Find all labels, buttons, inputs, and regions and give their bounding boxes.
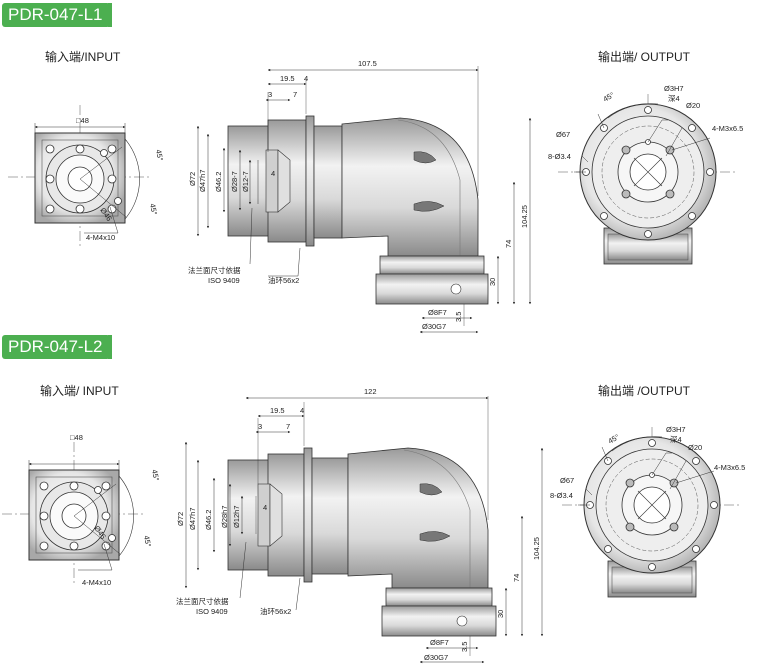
input-caption: 输入端/INPUT xyxy=(45,49,121,64)
output-end-view xyxy=(561,426,743,598)
dim-out-d20: Ø20 xyxy=(688,443,702,452)
dim-square: □48 xyxy=(76,116,89,125)
dim-out-d20: Ø20 xyxy=(686,101,700,110)
dim-3: 3 xyxy=(268,90,272,99)
dim-dia30: Ø30G7 xyxy=(424,653,448,662)
dim-out-d67: Ø67 xyxy=(556,130,570,139)
dim-dia72: Ø72 xyxy=(176,512,185,526)
model-tag-l1: PDR-047-L1 xyxy=(2,3,112,27)
output-end-view xyxy=(557,93,739,265)
dim-dia47: Ø47h7 xyxy=(188,507,197,530)
dim-dia46-2: Ø46.2 xyxy=(204,510,213,530)
dim-input-holes: 4-M4x10 xyxy=(86,233,115,242)
dim-out-threads: 4-M3x6.5 xyxy=(714,463,745,472)
dim-dia8: Ø8F7 xyxy=(430,638,449,647)
dim-out-pin: Ø3H7 xyxy=(664,84,684,93)
output-caption: 输出端 /OUTPUT xyxy=(598,383,691,398)
flange-note-1: 法兰面尺寸依据 xyxy=(176,596,229,606)
input-caption: 输入端/ INPUT xyxy=(40,383,119,398)
dim-angle-a: 45° xyxy=(150,469,161,482)
dim-dia12: Ø12h7 xyxy=(232,505,241,528)
dim-out-threads: 4-M3x6.5 xyxy=(712,124,743,133)
flange-note-2: ISO 9409 xyxy=(196,607,228,616)
dim-out-pin-depth: 深4 xyxy=(670,435,682,444)
dim-out-holes: 8-Ø3.4 xyxy=(548,152,571,161)
dim-3-5: 3.5 xyxy=(454,312,463,322)
dim-dia47: Ø47h7 xyxy=(198,169,207,192)
dim-30: 30 xyxy=(496,610,505,618)
dim-total-length: 122 xyxy=(364,387,377,396)
dim-104-25: 104.25 xyxy=(520,205,529,228)
dim-total-length: 107.5 xyxy=(358,59,377,68)
section-l1: 输入端/INPUT 输出端/ OUTPUT □48 Ø46 45° 45° 4-… xyxy=(8,49,743,334)
dim-dia46-2: Ø46.2 xyxy=(214,172,223,192)
dim-74: 74 xyxy=(512,574,521,582)
dim-out-pin-depth: 深4 xyxy=(668,94,680,103)
dim-out-angle: 45° xyxy=(607,432,621,445)
flange-note-2: ISO 9409 xyxy=(208,276,240,285)
dim-input-holes: 4-M4x10 xyxy=(82,578,111,587)
oil-ring-note: 油环56x2 xyxy=(260,606,291,616)
dim-dia28: Ø28-7 xyxy=(230,171,239,192)
dim-dia8: Ø8F7 xyxy=(428,308,447,317)
dim-7: 7 xyxy=(293,90,297,99)
dim-4b: 4 xyxy=(263,503,267,512)
model-label: PDR-047-L2 xyxy=(8,337,103,356)
input-end-view xyxy=(8,105,150,249)
dim-out-pin: Ø3H7 xyxy=(666,425,686,434)
dim-dia72: Ø72 xyxy=(188,172,197,186)
dim-dia12: Ø12-7 xyxy=(241,171,250,192)
dim-dia30: Ø30G7 xyxy=(422,322,446,331)
dim-angle-b: 45° xyxy=(148,203,159,216)
dim-30: 30 xyxy=(488,278,497,286)
dim-out-d67: Ø67 xyxy=(560,476,574,485)
dim-out-holes: 8-Ø3.4 xyxy=(550,491,573,500)
dim-out-angle: 45° xyxy=(602,90,616,103)
model-tag-l2: PDR-047-L2 xyxy=(2,335,112,359)
dim-104-25: 104.25 xyxy=(532,537,541,560)
dim-7: 7 xyxy=(286,422,290,431)
flange-note-1: 法兰面尺寸依据 xyxy=(188,265,241,275)
dim-angle-b: 45° xyxy=(142,535,153,548)
side-view xyxy=(196,66,532,334)
dim-3: 3 xyxy=(258,422,262,431)
side-view xyxy=(184,396,544,664)
oil-ring-note: 油环56x2 xyxy=(268,275,299,285)
output-caption: 输出端/ OUTPUT xyxy=(598,49,691,64)
model-label: PDR-047-L1 xyxy=(8,5,103,24)
dim-3-5: 3.5 xyxy=(460,642,469,652)
section-l2: 输入端/ INPUT 输出端 /OUTPUT □48 Ø46 45° 45° 4… xyxy=(2,383,745,664)
dim-angle-a: 45° xyxy=(154,149,165,162)
input-end-view xyxy=(2,442,144,586)
dim-19-5: 19.5 xyxy=(280,74,295,83)
dim-4: 4 xyxy=(300,406,304,415)
dim-dia28: Ø28h7 xyxy=(220,505,229,528)
dim-4: 4 xyxy=(304,74,308,83)
dim-4b: 4 xyxy=(271,169,275,178)
dim-19-5: 19.5 xyxy=(270,406,285,415)
dim-74: 74 xyxy=(504,240,513,248)
dim-square: □48 xyxy=(70,433,83,442)
